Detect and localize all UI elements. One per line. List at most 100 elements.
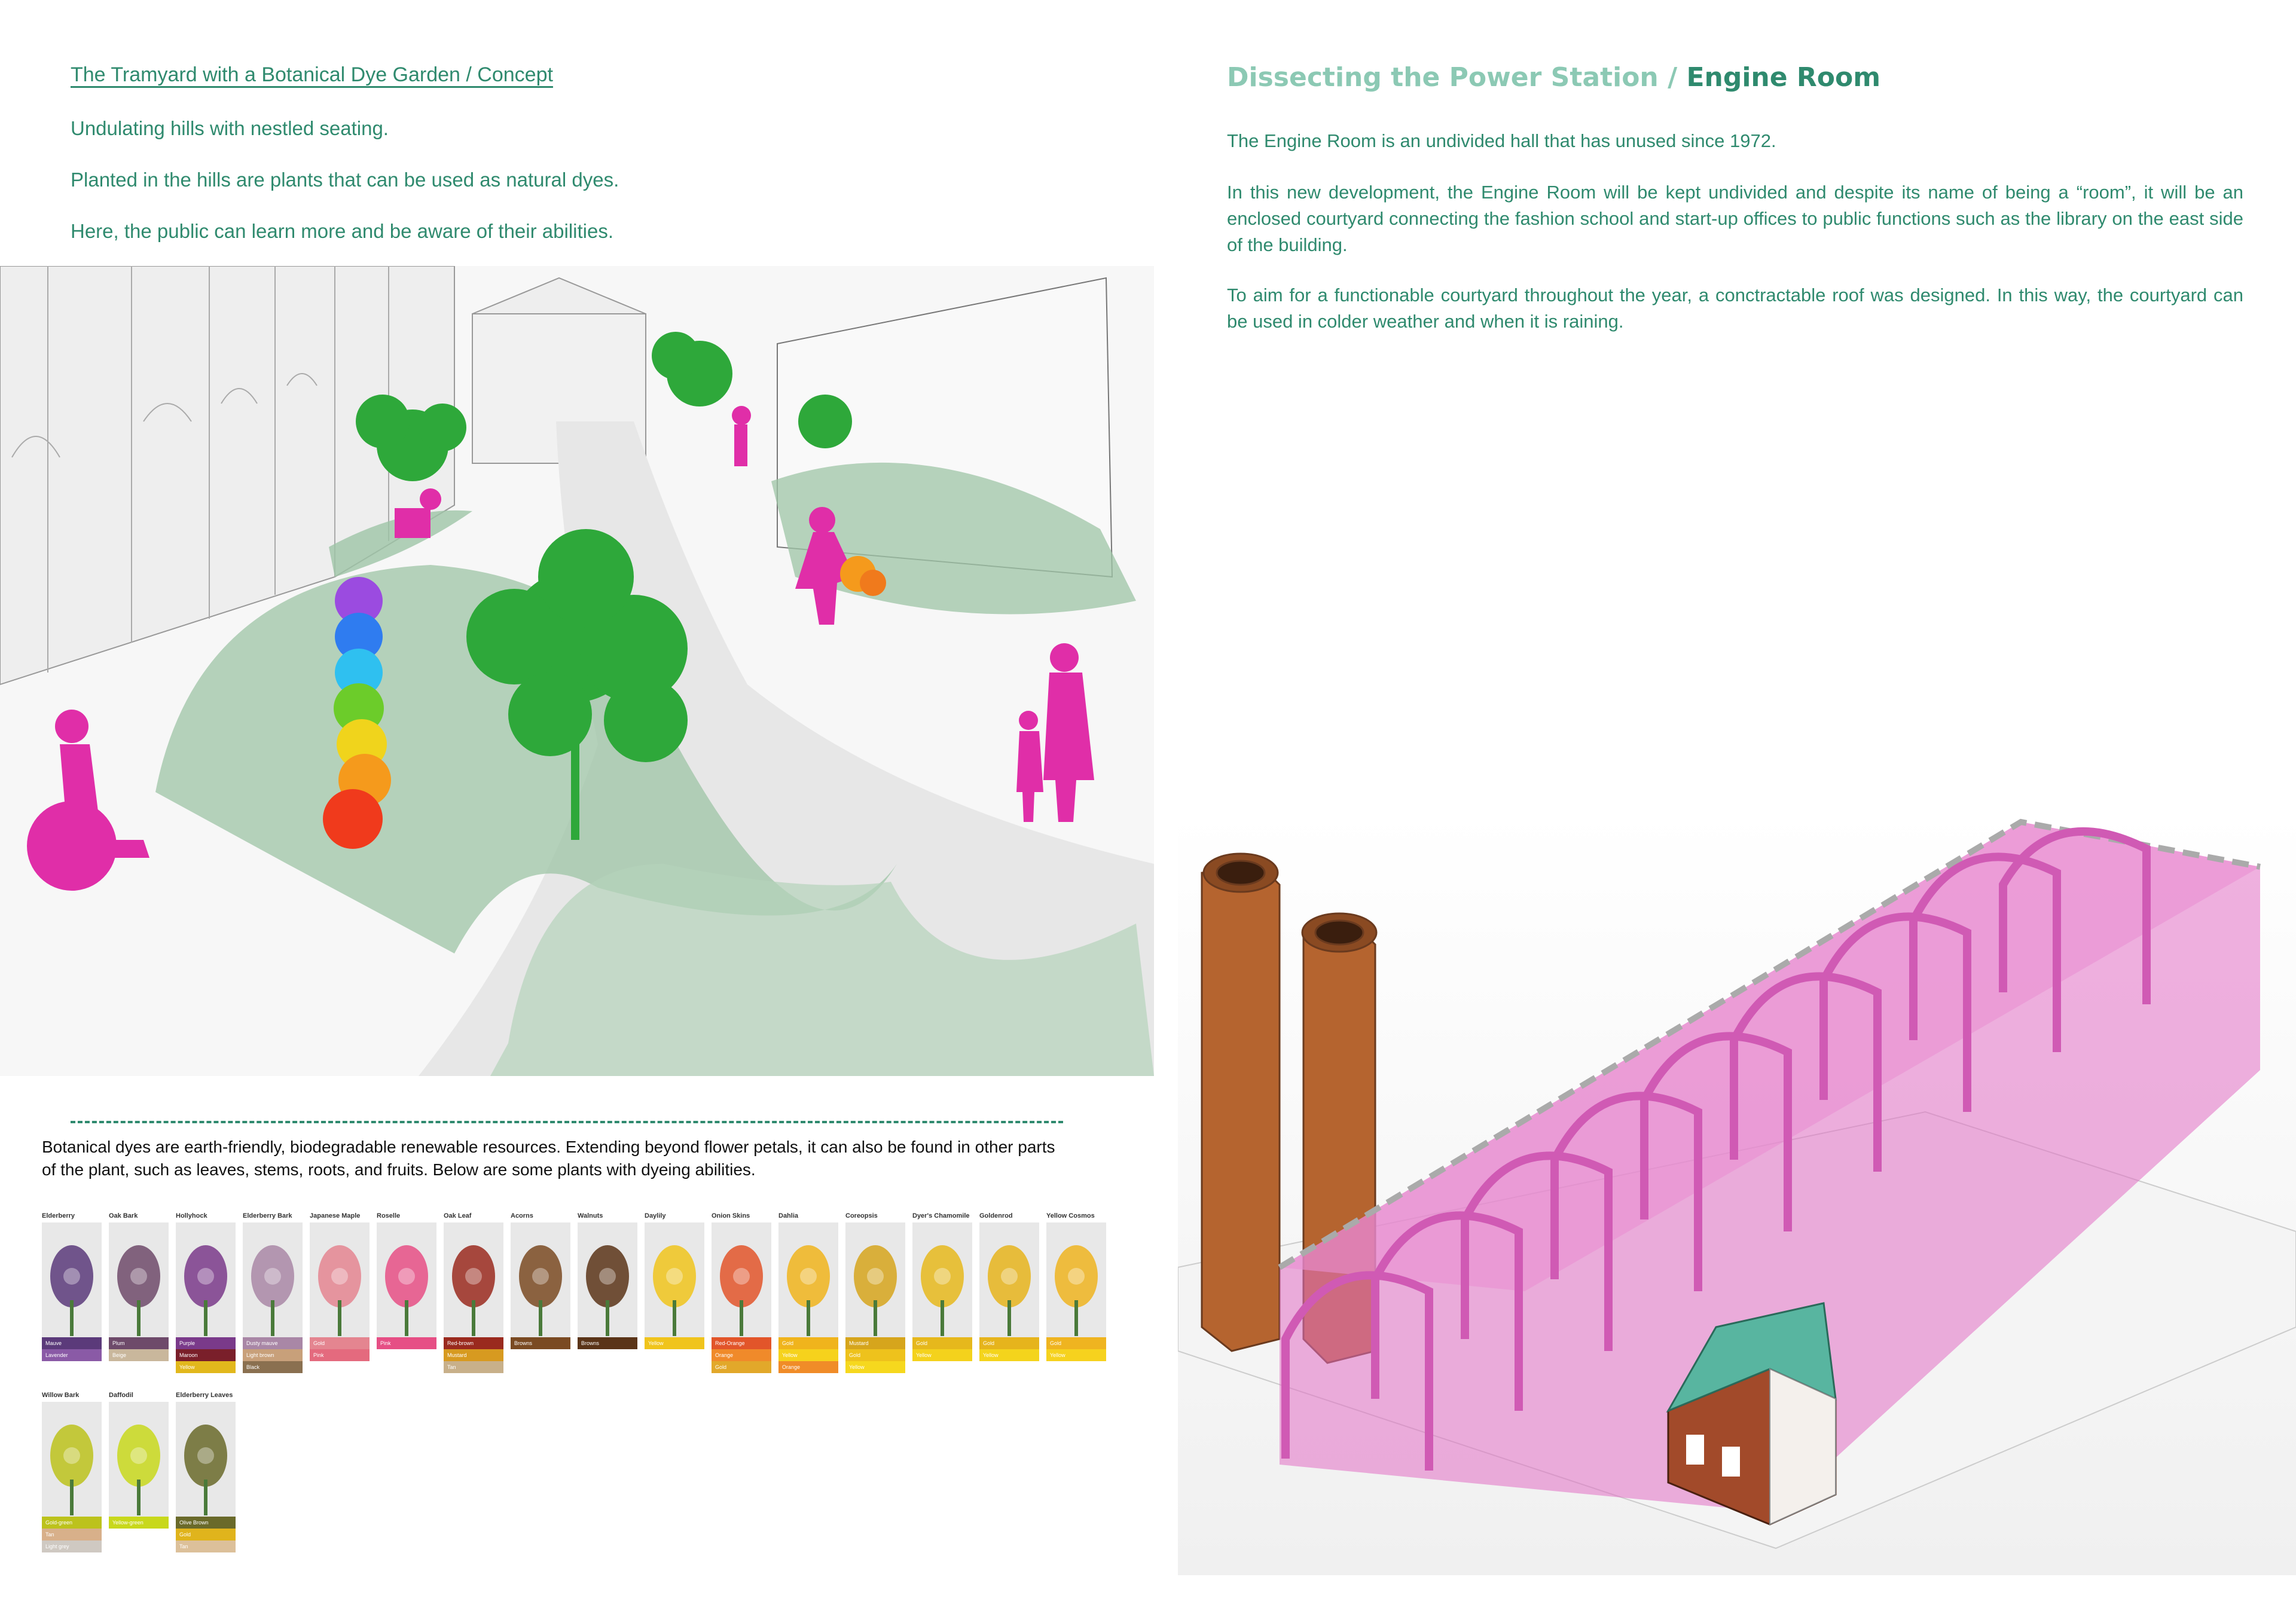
plant-illustration — [243, 1222, 303, 1337]
concept-paragraph: Undulating hills with nestled seating. — [71, 117, 389, 139]
dye-swatch: Yellow — [645, 1337, 704, 1349]
dye-swatch: Gold — [845, 1349, 905, 1361]
plant-illustration — [42, 1402, 102, 1517]
dye-swatch: Red-brown — [444, 1337, 503, 1349]
dye-swatch: Lavender — [42, 1349, 102, 1361]
dye-swatch: Tan — [444, 1361, 503, 1373]
plant-illustration — [912, 1222, 972, 1337]
plant-name: Hollyhock — [176, 1212, 207, 1219]
dye-swatch: Beige — [109, 1349, 169, 1361]
title-part-2: Engine Room — [1686, 62, 1881, 93]
engine-room-axonometric — [1178, 813, 2296, 1575]
concept-paragraph: Here, the public can learn more and be a… — [71, 220, 613, 242]
dye-swatch: Gold — [712, 1361, 771, 1373]
dye-swatch: Light grey — [42, 1541, 102, 1552]
plant-name: Dyer's Chamomile — [912, 1212, 970, 1219]
tramyard-illustration — [0, 266, 1154, 1076]
dye-swatch: Orange — [778, 1361, 838, 1373]
dye-swatch: Olive Brown — [176, 1517, 236, 1529]
plant-name: Japanese Maple — [310, 1212, 361, 1219]
plant-illustration — [645, 1222, 704, 1337]
dye-swatch: Gold-green — [42, 1517, 102, 1529]
plant-illustration — [444, 1222, 503, 1337]
section-divider — [71, 1121, 1063, 1123]
plant-name: Oak Bark — [109, 1212, 138, 1219]
dye-swatch: Yellow — [778, 1349, 838, 1361]
plant-illustration — [109, 1402, 169, 1517]
concept-paragraph: Planted in the hills are plants that can… — [71, 169, 619, 191]
plant-illustration — [845, 1222, 905, 1337]
dye-swatch: Pink — [310, 1349, 370, 1361]
title-part-1: Dissecting the Power Station / — [1227, 62, 1687, 93]
dye-swatch: Maroon — [176, 1349, 236, 1361]
plant-illustration — [377, 1222, 436, 1337]
plant-illustration — [176, 1222, 236, 1337]
dye-swatch: Orange — [712, 1349, 771, 1361]
plant-name: Onion Skins — [712, 1212, 750, 1219]
dye-swatch: Mustard — [845, 1337, 905, 1349]
plant-name: Coreopsis — [845, 1212, 878, 1219]
dye-swatch: Gold — [1046, 1337, 1106, 1349]
dye-swatch: Yellow — [979, 1349, 1039, 1361]
plant-illustration — [109, 1222, 169, 1337]
plant-illustration — [176, 1402, 236, 1517]
plant-illustration — [712, 1222, 771, 1337]
plant-name: Daffodil — [109, 1392, 133, 1399]
engine-paragraph: In this new development, the Engine Room… — [1227, 182, 2243, 255]
dye-swatch: Gold — [912, 1337, 972, 1349]
dye-swatch: Plum — [109, 1337, 169, 1349]
dye-swatch: Tan — [176, 1541, 236, 1552]
engine-paragraph: The Engine Room is an undivided hall tha… — [1227, 130, 1776, 151]
plant-illustration — [511, 1222, 570, 1337]
page-title: Dissecting the Power Station / Engine Ro… — [1227, 62, 1880, 93]
dye-swatch: Purple — [176, 1337, 236, 1349]
dye-swatch: Yellow-green — [109, 1517, 169, 1529]
dye-swatch: Yellow — [176, 1361, 236, 1373]
dye-swatch: Dusty mauve — [243, 1337, 303, 1349]
dye-swatch: Browns — [511, 1337, 570, 1349]
dye-swatch: Tan — [42, 1529, 102, 1541]
plant-name: Acorns — [511, 1212, 533, 1219]
plant-name: Roselle — [377, 1212, 401, 1219]
dye-swatch: Yellow — [912, 1349, 972, 1361]
dye-swatch: Gold — [979, 1337, 1039, 1349]
dye-intro-text: Botanical dyes are earth-friendly, biode… — [42, 1138, 1055, 1179]
plant-name: Yellow Cosmos — [1046, 1212, 1095, 1219]
plant-name: Dahlia — [778, 1212, 799, 1219]
dye-swatch: Yellow — [1046, 1349, 1106, 1361]
plant-name: Goldenrod — [979, 1212, 1013, 1219]
dye-swatch: Gold — [310, 1337, 370, 1349]
plant-name: Elderberry Bark — [243, 1212, 292, 1219]
dye-swatch: Black — [243, 1361, 303, 1373]
dye-swatch: Yellow — [845, 1361, 905, 1373]
plant-illustration — [778, 1222, 838, 1337]
plant-illustration — [1046, 1222, 1106, 1337]
concept-heading: The Tramyard with a Botanical Dye Garden… — [71, 63, 553, 86]
dye-swatch: Light brown — [243, 1349, 303, 1361]
plant-illustration — [979, 1222, 1039, 1337]
dye-swatch: Pink — [377, 1337, 436, 1349]
plant-name: Daylily — [645, 1212, 666, 1219]
dye-swatch: Gold — [778, 1337, 838, 1349]
dye-swatch: Gold — [176, 1529, 236, 1541]
plant-name: Elderberry — [42, 1212, 75, 1219]
plant-illustration — [578, 1222, 637, 1337]
dye-swatch: Red-Orange — [712, 1337, 771, 1349]
